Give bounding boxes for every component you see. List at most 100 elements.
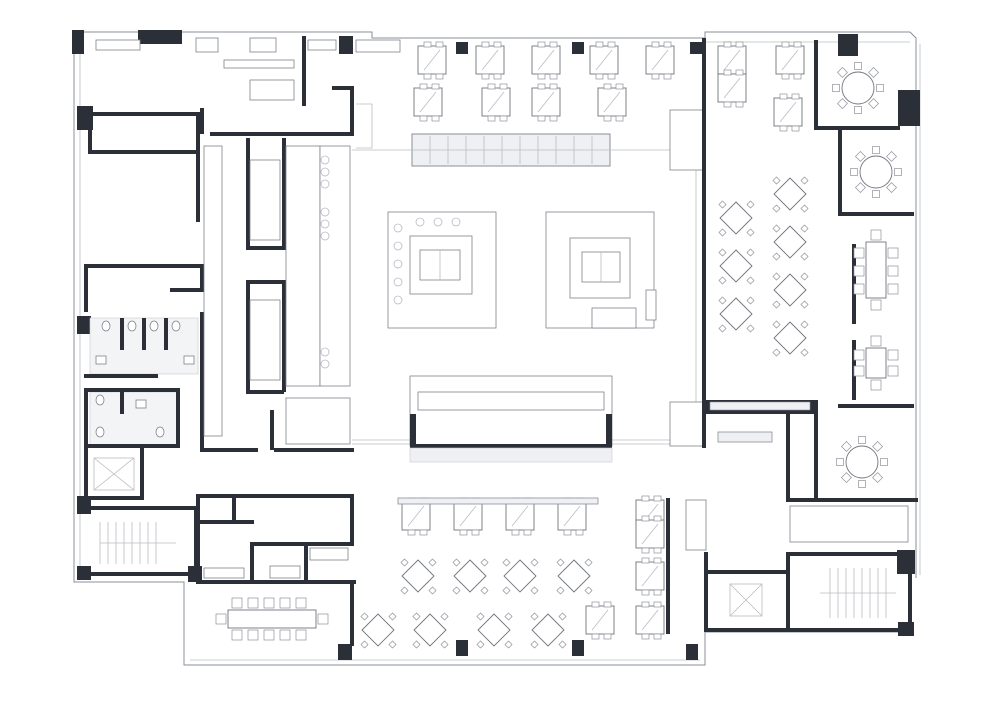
cooking-island-east <box>545 211 657 329</box>
table-set <box>772 224 809 261</box>
east-walls <box>702 38 918 502</box>
chair <box>781 73 790 80</box>
table <box>589 45 619 75</box>
chair <box>419 83 428 90</box>
columns <box>72 30 920 660</box>
chair <box>459 529 468 536</box>
chair <box>481 73 490 80</box>
service-counter <box>397 497 599 505</box>
chair <box>872 472 884 484</box>
chair <box>653 495 662 502</box>
column <box>77 496 91 514</box>
chair <box>772 176 781 185</box>
chair <box>487 115 496 122</box>
chair <box>595 41 604 48</box>
chair <box>779 93 788 100</box>
chair <box>493 41 502 48</box>
chair <box>800 320 809 329</box>
chair <box>746 324 755 333</box>
table <box>773 225 807 259</box>
chair <box>718 276 727 285</box>
chair <box>591 633 600 640</box>
chair <box>868 98 880 110</box>
chair <box>493 73 502 80</box>
column <box>77 566 91 580</box>
chair <box>746 276 755 285</box>
chair <box>746 296 755 305</box>
table-set <box>360 612 397 649</box>
chair <box>832 84 840 92</box>
chair <box>476 612 485 621</box>
chair <box>718 200 727 209</box>
chair <box>793 73 802 80</box>
chair <box>591 601 600 608</box>
table-set <box>413 83 443 122</box>
chair <box>480 586 489 595</box>
chair <box>735 101 744 108</box>
sink-icon <box>95 355 195 409</box>
chair <box>886 150 898 162</box>
table <box>719 297 753 331</box>
chair <box>558 640 567 649</box>
chair <box>400 586 409 595</box>
chair <box>840 472 852 484</box>
stair-icon <box>820 568 896 618</box>
table <box>531 613 565 647</box>
table <box>227 609 317 629</box>
chair <box>502 558 511 567</box>
chair <box>476 640 485 649</box>
chair <box>653 547 662 554</box>
chair <box>435 73 444 80</box>
chair <box>615 115 624 122</box>
kitchen-fixtures <box>95 37 401 445</box>
chair <box>471 529 480 536</box>
chair <box>549 115 558 122</box>
table-set <box>597 83 627 122</box>
chair <box>836 98 848 110</box>
table <box>401 559 435 593</box>
cooking-island-west <box>387 211 497 329</box>
table-set <box>476 612 513 649</box>
kitchen-walls <box>84 36 354 452</box>
table-set <box>772 272 809 309</box>
chair <box>800 272 809 281</box>
round-table-set <box>850 146 902 198</box>
chair <box>854 106 862 114</box>
chair <box>575 529 584 536</box>
chair <box>502 586 511 595</box>
column <box>77 316 91 334</box>
column <box>339 36 353 54</box>
chair <box>641 515 650 522</box>
chair <box>407 529 416 536</box>
chair <box>779 125 788 132</box>
chair <box>452 586 461 595</box>
chair <box>549 73 558 80</box>
chair <box>886 182 898 194</box>
chair <box>641 547 650 554</box>
table-set <box>452 558 489 595</box>
chair <box>412 640 421 649</box>
chair <box>836 458 844 466</box>
table-set <box>585 601 615 640</box>
chair <box>800 348 809 357</box>
chair <box>504 612 513 621</box>
chair <box>772 252 781 261</box>
private-rooms-east-rect <box>853 229 899 391</box>
chair <box>523 529 532 536</box>
column <box>838 34 858 56</box>
chair <box>487 83 496 90</box>
chair <box>537 83 546 90</box>
chair <box>537 73 546 80</box>
chair <box>530 586 539 595</box>
table-set <box>718 296 755 333</box>
chair <box>556 558 565 567</box>
chair <box>431 115 440 122</box>
chair <box>480 558 489 567</box>
chair <box>511 529 520 536</box>
table-set <box>775 41 805 80</box>
chair <box>499 115 508 122</box>
chair <box>876 84 884 92</box>
chair <box>653 515 662 522</box>
dining-tables-upper <box>413 41 805 132</box>
chair <box>549 41 558 48</box>
